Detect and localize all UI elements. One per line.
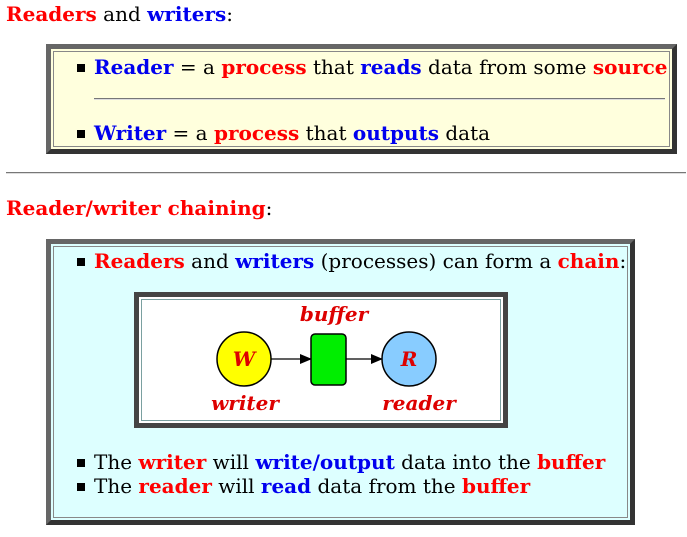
text: data from the bbox=[311, 474, 462, 498]
definition-box-inner bbox=[53, 51, 670, 147]
text: will bbox=[211, 474, 261, 498]
text: = a bbox=[173, 55, 222, 79]
heading-term-readers: Readers bbox=[6, 2, 97, 26]
heading-text: and bbox=[96, 2, 148, 26]
term-writer: writer bbox=[138, 450, 207, 474]
term-buffer: buffer bbox=[537, 450, 606, 474]
term-source: source bbox=[592, 55, 668, 79]
section-heading-chaining: Reader/writer chaining: bbox=[6, 196, 272, 220]
heading-colon: : bbox=[226, 2, 234, 26]
term-read: read bbox=[260, 474, 312, 498]
text: data from some bbox=[421, 55, 593, 79]
term-reads: reads bbox=[360, 55, 422, 79]
heading-term-writers: writers bbox=[147, 2, 227, 26]
chaining-box-inner bbox=[53, 246, 628, 518]
list-item-writer-writes: The writer will write/output data into t… bbox=[76, 450, 606, 474]
term-writers: writers bbox=[235, 249, 315, 273]
section-heading-readers-writers: Readers and writers: bbox=[6, 2, 233, 26]
text: and bbox=[184, 249, 236, 273]
term-write-output: write/output bbox=[255, 450, 395, 474]
text: that bbox=[306, 55, 361, 79]
text: = a bbox=[166, 121, 214, 145]
text: will bbox=[206, 450, 256, 474]
chain-diagram-frame bbox=[134, 292, 508, 428]
term-process: process bbox=[221, 55, 307, 79]
heading-colon: : bbox=[265, 196, 273, 220]
term-chain: chain bbox=[557, 249, 620, 273]
list-item-reader-reads: The reader will read data from the buffe… bbox=[76, 474, 531, 498]
section-divider bbox=[6, 172, 686, 174]
list-item-reader-definition: Reader = a process that reads data from … bbox=[76, 55, 668, 79]
text: : bbox=[619, 249, 627, 273]
text: (processes) can form a bbox=[314, 249, 558, 273]
list-item-writer-definition: Writer = a process that outputs data bbox=[76, 121, 491, 145]
term-reader: Reader bbox=[94, 55, 174, 79]
text: The bbox=[94, 474, 139, 498]
term-writer: Writer bbox=[94, 121, 167, 145]
term-outputs: outputs bbox=[352, 121, 440, 145]
heading-term-chaining: Reader/writer chaining bbox=[6, 196, 266, 220]
list-item-chain: Readers and writers (processes) can form… bbox=[76, 249, 627, 273]
chain-diagram-inner bbox=[141, 299, 501, 421]
text: that bbox=[299, 121, 353, 145]
text: data bbox=[439, 121, 491, 145]
term-reader: reader bbox=[138, 474, 212, 498]
term-buffer: buffer bbox=[461, 474, 531, 498]
inner-divider bbox=[94, 98, 665, 100]
text: data into the bbox=[394, 450, 538, 474]
term-readers: Readers bbox=[94, 249, 185, 273]
text: The bbox=[94, 450, 139, 474]
term-process: process bbox=[213, 121, 300, 145]
